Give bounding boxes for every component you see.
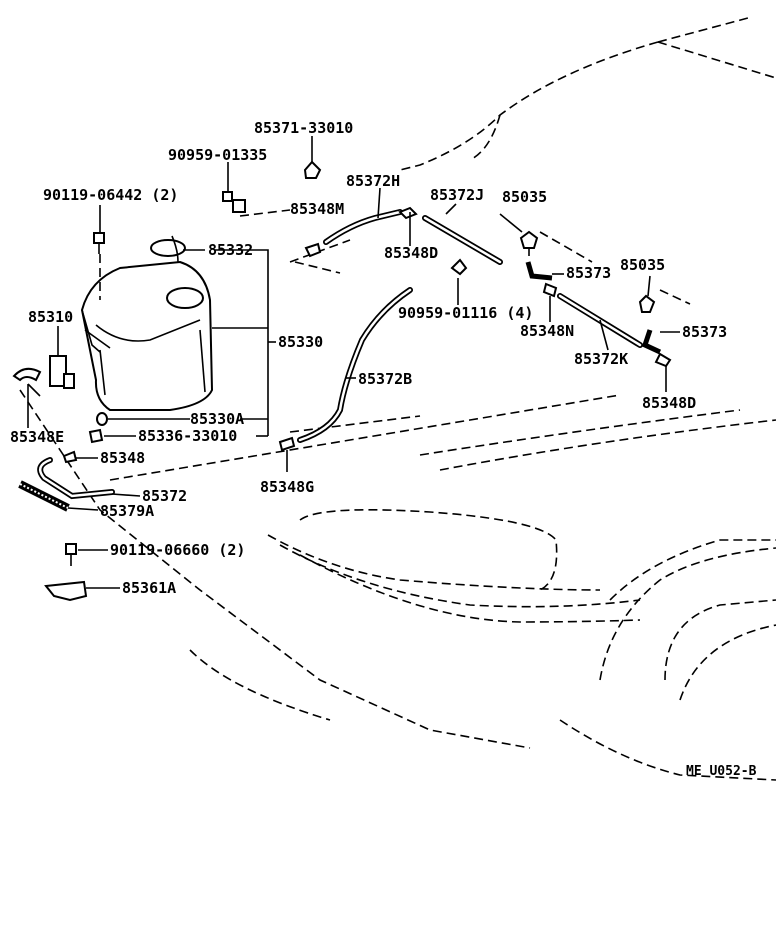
bolt-90119-06442 bbox=[93, 232, 105, 254]
washer-pump bbox=[49, 340, 75, 389]
clip-85371 bbox=[303, 160, 322, 179]
label-85379a: 85379A bbox=[100, 502, 154, 520]
label-85348e: 85348E bbox=[10, 428, 64, 446]
hose-85372b bbox=[297, 287, 413, 443]
label-85336-33010: 85336-33010 bbox=[138, 427, 237, 445]
label-85348: 85348 bbox=[100, 449, 145, 467]
hose-85372 bbox=[37, 457, 115, 500]
fitting-85348 bbox=[62, 450, 78, 464]
elbow-85373-lower bbox=[641, 329, 662, 355]
label-85372j: 85372J bbox=[430, 186, 484, 204]
label-85330a: 85330A bbox=[190, 410, 244, 428]
bracket-85361a bbox=[44, 580, 88, 602]
label-90119-06660: 90119-06660 (2) bbox=[110, 541, 245, 559]
nozzle-85035-upper bbox=[519, 230, 539, 256]
label-85348d-top: 85348D bbox=[384, 244, 438, 262]
label-85330: 85330 bbox=[278, 333, 323, 351]
label-85310: 85310 bbox=[28, 308, 73, 326]
label-85372h: 85372H bbox=[346, 172, 400, 190]
hose-85379a bbox=[18, 480, 70, 512]
hose-85372h bbox=[323, 206, 418, 245]
label-85332: 85332 bbox=[208, 241, 253, 259]
fitting-85348m bbox=[304, 242, 322, 258]
grommet-85336 bbox=[88, 428, 104, 444]
label-85348m: 85348M bbox=[290, 200, 344, 218]
label-85372b: 85372B bbox=[358, 370, 412, 388]
label-85373-lower: 85373 bbox=[682, 323, 727, 341]
label-85373-upper: 85373 bbox=[566, 264, 611, 282]
grommet-85348e bbox=[12, 367, 42, 382]
diagram-code: ME U052-B bbox=[686, 764, 757, 779]
fitting-85348g bbox=[278, 436, 296, 472]
nozzle-85035-lower bbox=[638, 294, 656, 313]
label-85372: 85372 bbox=[142, 487, 187, 505]
label-85348d-bottom: 85348D bbox=[642, 394, 696, 412]
label-85035-upper: 85035 bbox=[502, 188, 547, 206]
label-85348g: 85348G bbox=[260, 478, 314, 496]
label-85372k: 85372K bbox=[574, 350, 628, 368]
hose-85372j bbox=[422, 215, 503, 265]
clip-90959-01116 bbox=[450, 258, 468, 276]
elbow-85373-upper bbox=[525, 261, 553, 281]
label-85361a: 85361A bbox=[122, 579, 176, 597]
part-labels: 85371-33010 90959-01335 85372H 85372J 85… bbox=[10, 119, 757, 779]
label-90119-06442: 90119-06442 (2) bbox=[43, 186, 178, 204]
label-90959-01116: 90959-01116 (4) bbox=[398, 304, 533, 322]
label-85371-33010: 85371-33010 bbox=[254, 119, 353, 137]
label-85035-lower: 85035 bbox=[620, 256, 665, 274]
nut-90959-01335 bbox=[222, 191, 246, 213]
washer-tank bbox=[80, 239, 214, 411]
bolt-90119-06660 bbox=[65, 543, 77, 566]
leader-lines bbox=[27, 136, 691, 589]
car-body-outline bbox=[19, 17, 776, 781]
label-85348n: 85348N bbox=[520, 322, 574, 340]
label-90959-01335: 90959-01335 bbox=[168, 146, 267, 164]
cap-85330a bbox=[96, 412, 108, 426]
